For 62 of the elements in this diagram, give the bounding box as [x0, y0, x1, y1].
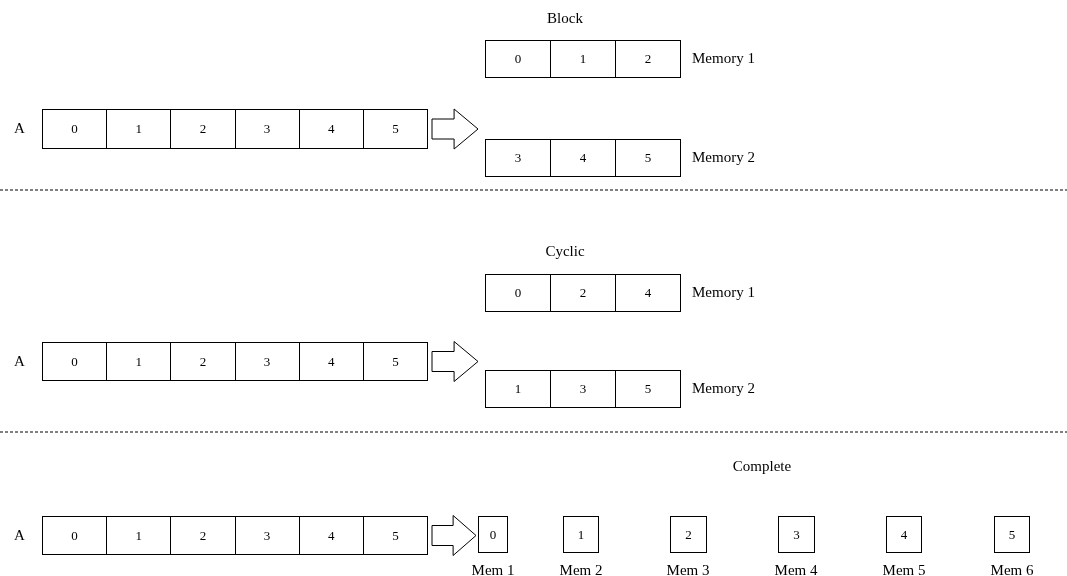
array-cell: 0 — [43, 110, 107, 148]
array-cell: 0 — [43, 343, 107, 380]
array-cell: 4 — [615, 275, 680, 311]
array-box — [485, 40, 681, 78]
memory-cell: 2 — [670, 516, 707, 553]
array-box — [42, 342, 428, 381]
array-box — [42, 109, 428, 149]
array-cell: 0 — [486, 41, 550, 77]
array-cell: 2 — [550, 275, 615, 311]
memory-cell: 4 — [886, 516, 922, 553]
array-cell: 4 — [550, 140, 615, 176]
array-cell: 0 — [43, 517, 107, 554]
array-name: A — [14, 527, 25, 544]
array-cell: 5 — [615, 140, 680, 176]
array-cell: 1 — [106, 343, 171, 380]
array-box — [485, 370, 681, 408]
array-name: A — [14, 353, 25, 370]
memory-cell: 3 — [778, 516, 815, 553]
array-cell: 3 — [234, 517, 299, 554]
array-cell: 3 — [486, 140, 550, 176]
memory-cell: 5 — [994, 516, 1030, 553]
array-cell: 3 — [550, 371, 615, 407]
memory-label: Mem 1 — [471, 562, 515, 576]
array-cell: 1 — [106, 517, 171, 554]
array-cell: 4 — [298, 110, 363, 148]
array-box — [42, 516, 428, 555]
array-cell: 2 — [170, 110, 235, 148]
array-cell: 1 — [550, 41, 615, 77]
memory-label: Mem 3 — [666, 562, 710, 576]
array-box — [485, 139, 681, 177]
array-box — [485, 274, 681, 312]
array-name: A — [14, 120, 25, 137]
array-cell: 3 — [234, 343, 299, 380]
array-cell: 1 — [106, 110, 171, 148]
block-arrow — [431, 108, 479, 150]
block-arrow — [431, 341, 479, 382]
memory-cell: 1 — [563, 516, 599, 553]
memory-label: Mem 2 — [559, 562, 603, 576]
array-name: Memory 1 — [692, 50, 755, 67]
block-arrow — [431, 515, 477, 556]
memory-cell: 0 — [478, 516, 508, 553]
array-cell: 2 — [170, 343, 235, 380]
array-cell: 0 — [486, 275, 550, 311]
memory-label: Mem 6 — [990, 562, 1034, 576]
scheme-title: Cyclic — [545, 243, 585, 260]
array-cell: 2 — [615, 41, 680, 77]
array-cell: 5 — [362, 110, 428, 148]
memory-label: Mem 4 — [774, 562, 818, 576]
memory-label: Mem 5 — [882, 562, 926, 576]
array-cell: 5 — [615, 371, 680, 407]
array-name: Memory 1 — [692, 284, 755, 301]
array-cell: 3 — [234, 110, 299, 148]
array-cell: 5 — [362, 517, 428, 554]
array-name: Memory 2 — [692, 149, 755, 166]
array-cell: 4 — [298, 343, 363, 380]
scheme-title: Block — [547, 10, 583, 27]
array-name: Memory 2 — [692, 380, 755, 397]
scheme-title: Complete — [732, 458, 792, 475]
array-cell: 1 — [486, 371, 550, 407]
array-cell: 4 — [298, 517, 363, 554]
array-cell: 5 — [362, 343, 428, 380]
array-cell: 2 — [170, 517, 235, 554]
